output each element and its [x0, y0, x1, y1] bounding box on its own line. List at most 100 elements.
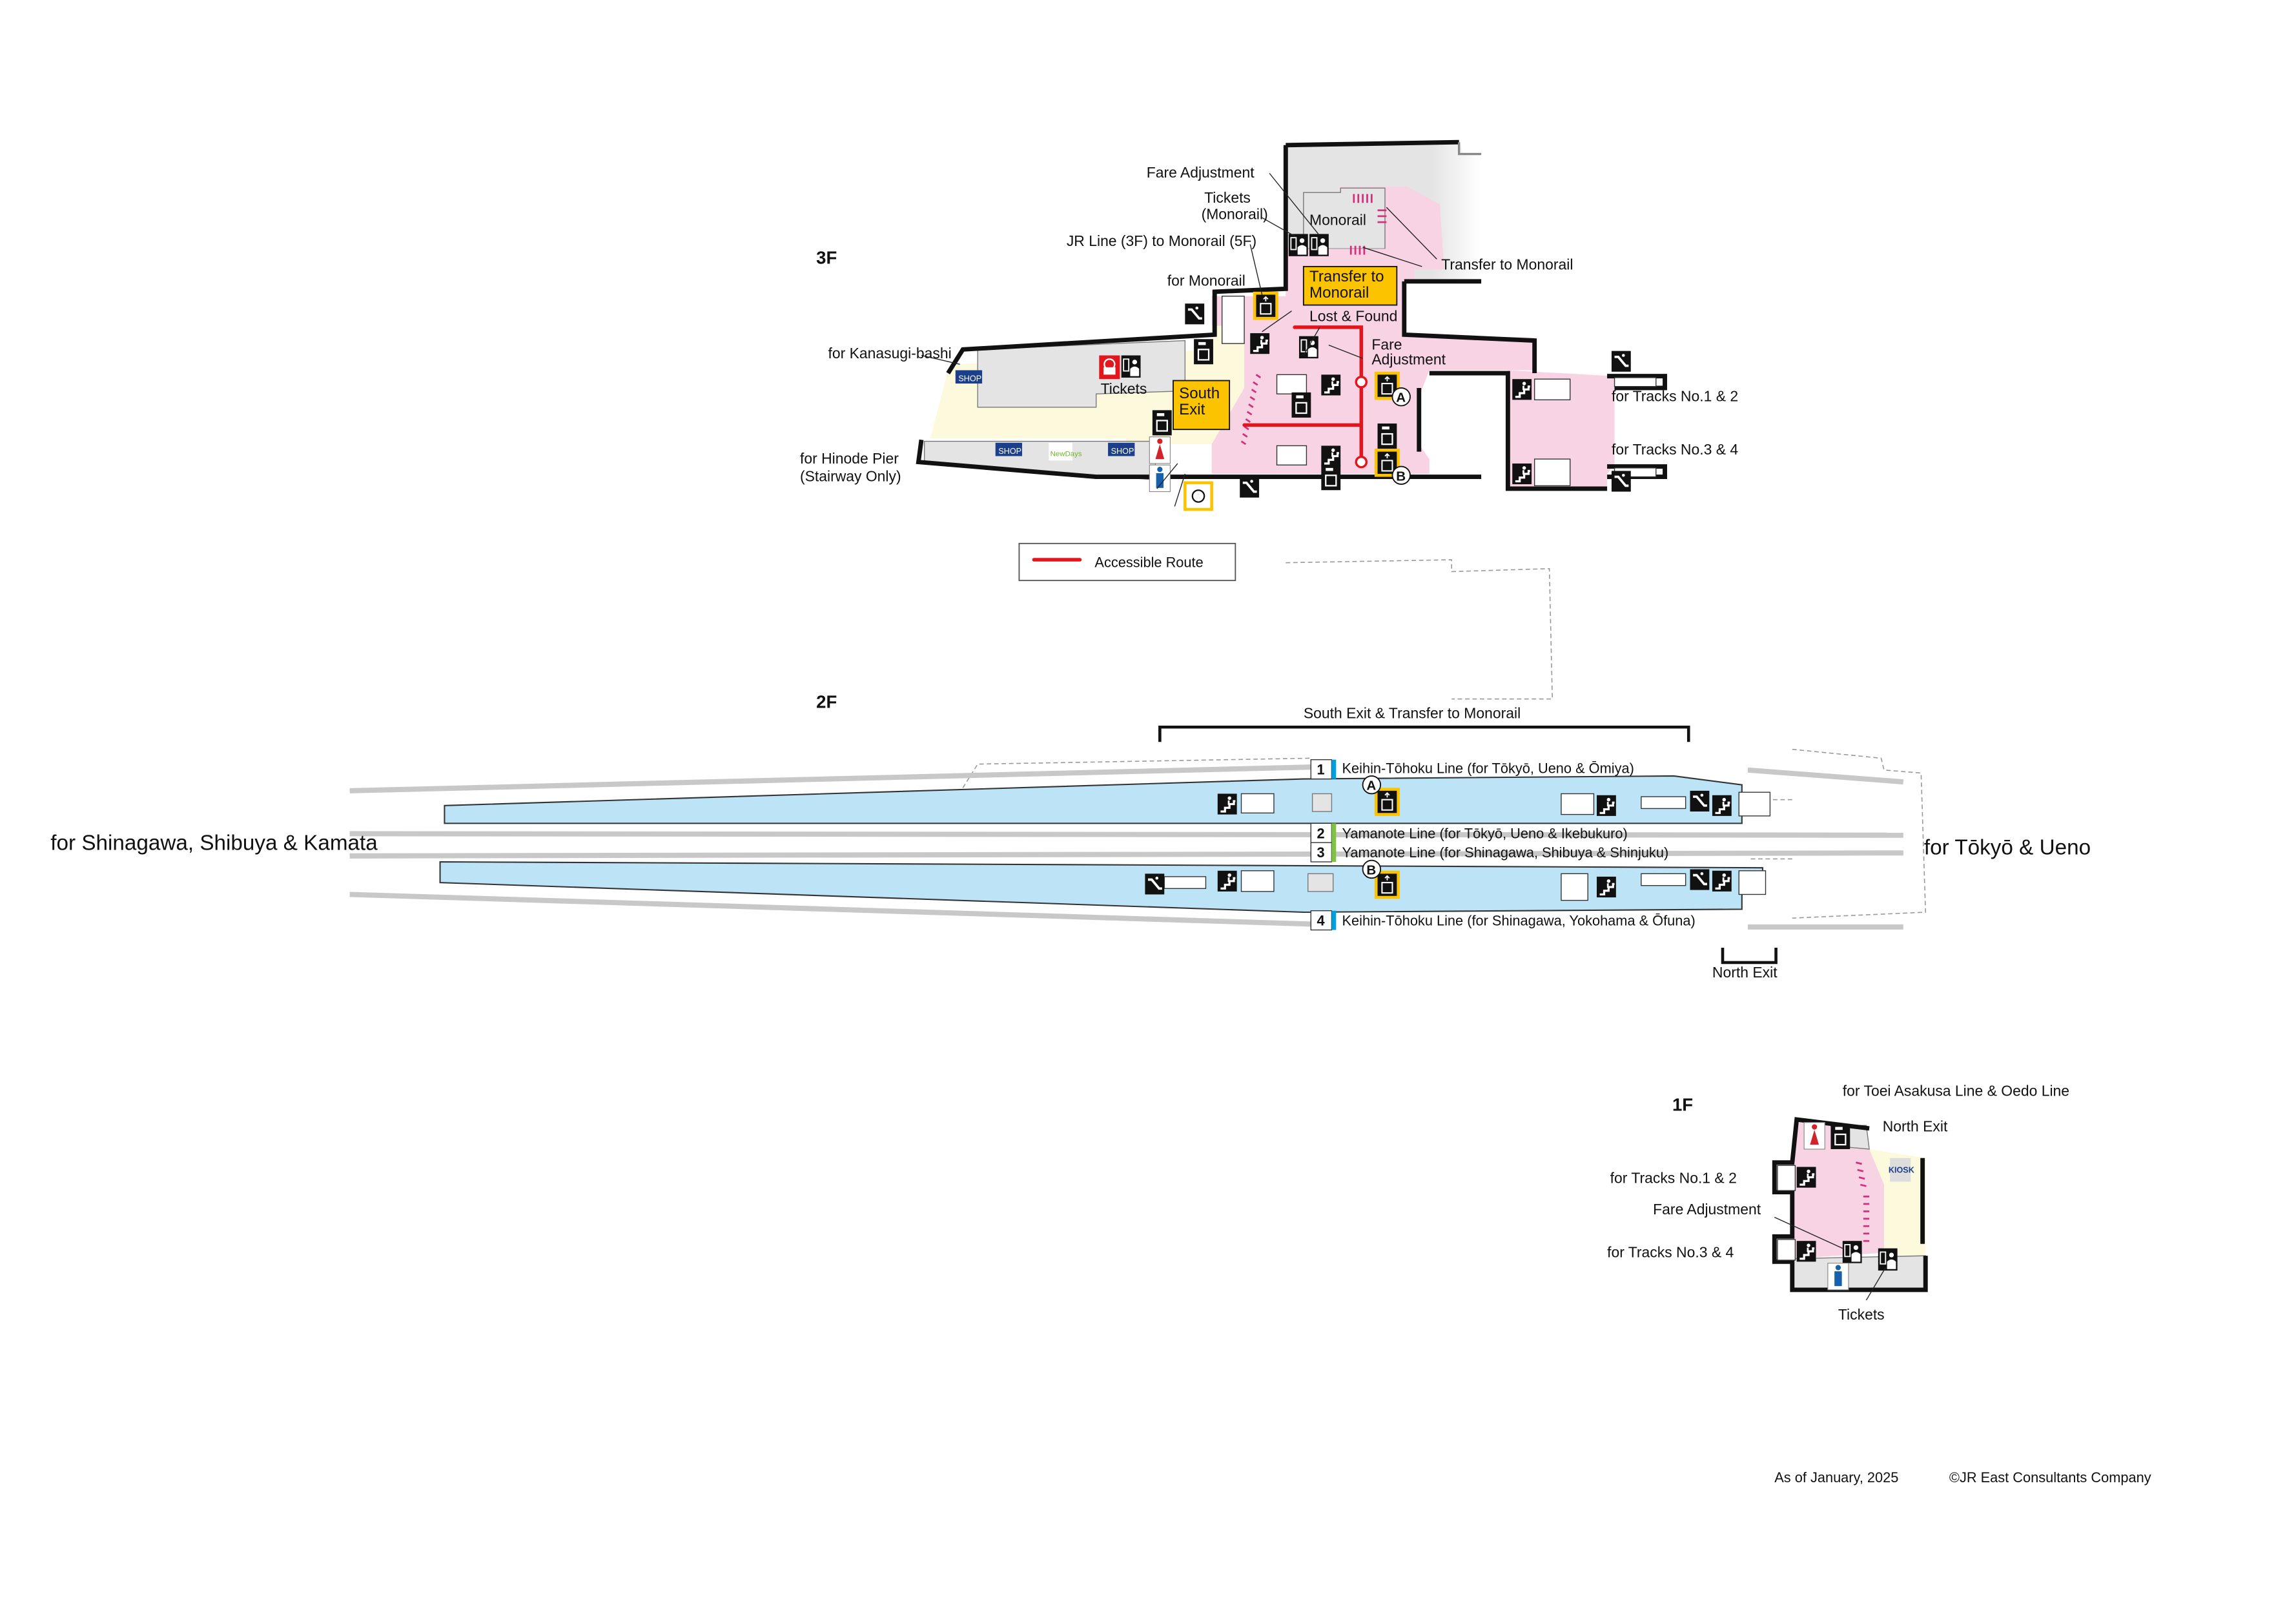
mens-restroom-icon: [1149, 464, 1171, 493]
fare-adjustment-icon: [1308, 233, 1329, 257]
mens-restroom-icon: [1827, 1263, 1849, 1291]
floor-3f: 3F: [800, 139, 1738, 511]
svg-text:NewDays: NewDays: [1051, 450, 1082, 458]
elevator-a-marker: A: [1391, 387, 1411, 407]
label-tickets: Tickets: [1101, 380, 1147, 397]
track-label-1: 1 Keihin-Tōhoku Line (for Tōkyō, Ueno & …: [1310, 759, 1634, 780]
stairs-2f: [1738, 791, 1771, 817]
locker-icon: [1377, 422, 1398, 450]
elevator-b-marker: B: [1362, 859, 1382, 879]
escalator-2f: [1641, 873, 1686, 886]
floor-label-2f: 2F: [816, 691, 837, 711]
stairs-2f: [1738, 870, 1767, 895]
stairs-icon: [1249, 332, 1271, 355]
stairs-icon: [1216, 870, 1238, 893]
label-tickets-monorail: Tickets: [1204, 189, 1251, 206]
line-color-1: [1331, 759, 1337, 779]
transfer-to-monorail-box: [1302, 265, 1398, 306]
elevator-icon: [1373, 787, 1400, 817]
escalator-icon: [1610, 349, 1632, 373]
stairs-icon: [1796, 1165, 1818, 1189]
elevator-icon: [1252, 291, 1279, 321]
escalator-2f: [1163, 876, 1207, 889]
svg-text:Keihin-Tōhoku Line (for Tōkyō,: Keihin-Tōhoku Line (for Tōkyō, Ueno & Ōm…: [1342, 760, 1634, 776]
stairs-2f: [1240, 870, 1275, 892]
ticket-machine-icon: [1287, 233, 1309, 257]
escalator-icon: [1238, 475, 1260, 499]
locker-icon: [1151, 409, 1173, 436]
transfer-box-line2: Monorail: [1309, 284, 1369, 301]
svg-text:A: A: [1396, 391, 1406, 405]
locker-icon: [1320, 464, 1342, 491]
stairs-3f-1: [1222, 296, 1245, 344]
stairs-icon: [1511, 462, 1533, 485]
track-label-4: 4 Keihin-Tōhoku Line (for Shinagawa, Yok…: [1310, 910, 1696, 931]
floor-label-3f: 3F: [816, 247, 837, 267]
svg-text:2: 2: [1317, 825, 1324, 841]
label-for-kanasugi: for Kanasugi-bashi: [828, 345, 952, 362]
south-exit-box: [1173, 380, 1231, 431]
ticket-machine-icon: [1120, 354, 1142, 379]
stairs-3f-4: [1533, 378, 1571, 401]
escalator-icon: [1184, 302, 1205, 326]
label-fare-adjustment-mid: Fare: [1371, 336, 1402, 352]
svg-text:B: B: [1396, 469, 1406, 484]
transfer-box-line1: Transfer to: [1309, 268, 1384, 285]
svg-text:4: 4: [1317, 913, 1324, 929]
ticket-machine-icon: [1877, 1247, 1898, 1272]
public-area-1f: [1869, 1148, 1926, 1256]
svg-text:KIOSK: KIOSK: [1889, 1166, 1914, 1175]
stairs-icon: [1216, 792, 1238, 816]
track-label-2: 2 Yamanote Line (for Tōkyō, Ueno & Ikebu…: [1310, 822, 1628, 843]
stairs-2f: [1561, 873, 1588, 901]
svg-text:A: A: [1366, 779, 1376, 793]
label-for-tokyo-ueno: for Tōkyō & Ueno: [1924, 836, 2091, 860]
stairs-1f: [1777, 1239, 1796, 1261]
label-for-tracks-12: for Tracks No.1 & 2: [1612, 388, 1738, 405]
svg-text:SHOP: SHOP: [1111, 447, 1134, 456]
concourse-1f: [1792, 1119, 1885, 1259]
accessible-restroom-icon: [1184, 481, 1213, 511]
platform-block: [1307, 873, 1334, 892]
svg-text:B: B: [1366, 863, 1376, 877]
svg-text:SHOP: SHOP: [998, 447, 1021, 456]
south-exit-line1: South: [1179, 385, 1220, 402]
stairs-2f: [1240, 793, 1275, 813]
label-north-exit-1f: North Exit: [1883, 1118, 1948, 1134]
locker-icon: [1291, 391, 1312, 418]
stairs-icon: [1595, 875, 1617, 899]
accessible-route-3f: [1242, 325, 1368, 469]
label-for-tracks-12-1f: for Tracks No.1 & 2: [1610, 1170, 1737, 1187]
legend: Accessible Route: [1018, 542, 1236, 582]
stairway-markings: [1856, 1161, 1870, 1242]
stairs-icon: [1711, 870, 1733, 893]
svg-text:Keihin-Tōhoku Line (for Shinag: Keihin-Tōhoku Line (for Shinagawa, Yokoh…: [1342, 913, 1695, 929]
tracks: [349, 764, 1904, 930]
escalator-icon: [1688, 868, 1711, 892]
label-jr-to-monorail: JR Line (3F) to Monorail (5F): [1067, 232, 1256, 249]
escalator-2f: [1641, 796, 1686, 810]
floor-label-1f: 1F: [1672, 1094, 1693, 1114]
legend-accessible-route: Accessible Route: [1094, 555, 1203, 571]
escalator-icon: [1143, 872, 1166, 896]
escalator-3f-1: [1614, 377, 1657, 387]
fare-adjustment-icon: [1841, 1240, 1863, 1264]
stairs-icon: [1320, 373, 1342, 397]
stairs-icon: [1320, 444, 1342, 468]
label-for-tracks-34: for Tracks No.3 & 4: [1612, 441, 1738, 458]
label-for-hinode-sub: (Stairway Only): [800, 467, 901, 484]
stairs-1f: [1777, 1165, 1796, 1191]
label-for-toei: for Toei Asakusa Line & Oedo Line: [1843, 1082, 2069, 1099]
stairs-icon: [1595, 794, 1617, 817]
platform-1-2: [444, 775, 1743, 824]
kiosk-badge: KIOSK: [1889, 1158, 1914, 1182]
stairs-2f: [1561, 793, 1595, 815]
floor-2f: 2F South Exit & Transfer to Monorail Nor…: [50, 559, 2091, 981]
escalator-icon: [1688, 790, 1711, 813]
locker-icon: [1193, 338, 1215, 365]
leader-lines-1f: [1774, 1216, 1886, 1301]
stairway-markings: [1240, 194, 1387, 445]
shop-badge: SHOP: [995, 442, 1023, 456]
elevator-b-marker: B: [1391, 465, 1411, 485]
